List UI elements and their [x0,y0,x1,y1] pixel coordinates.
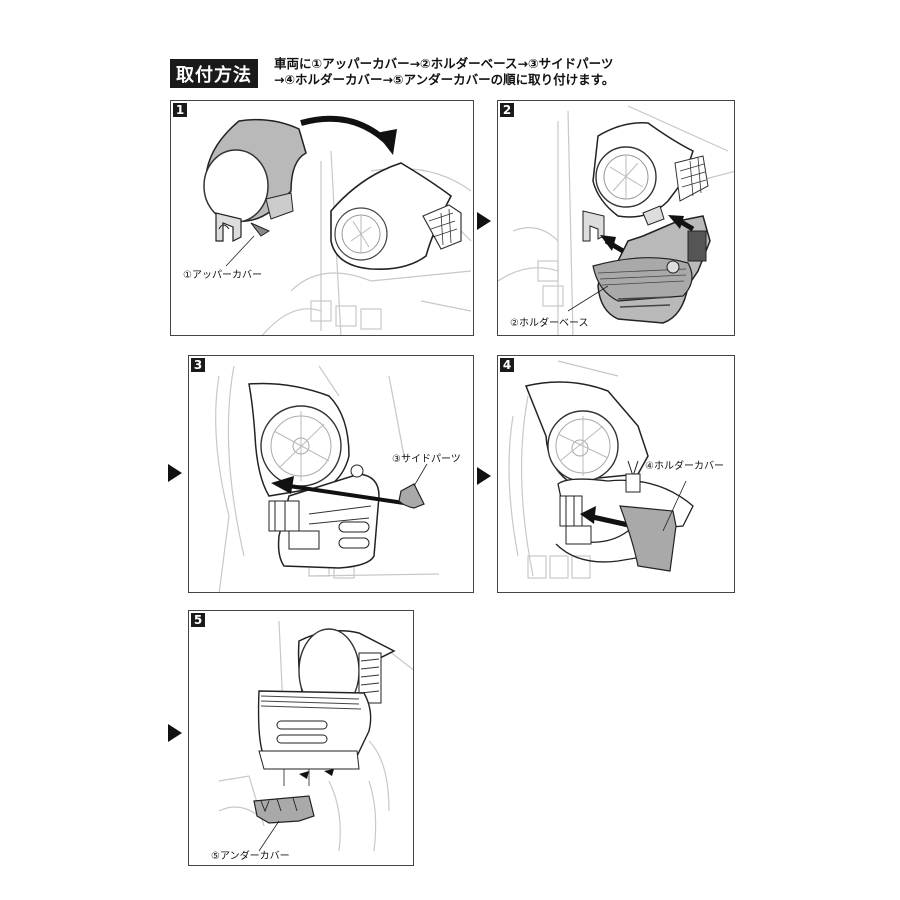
step-panel-3: 3 ③サイドパーツ [188,355,474,593]
part-label-upper-cover: ①アッパーカバー [183,270,262,281]
step-1-illustration [203,115,472,335]
next-step-arrow-icon [477,467,491,485]
instruction-line-2: →④ホルダーカバー→⑤アンダーカバーの順に取り付けます。 [274,72,615,87]
step-4-illustration [508,360,694,579]
part-label-holder-base: ②ホルダーベース [510,318,589,329]
instruction-line-1: 車両に①アッパーカバー→②ホルダーベース→③サイドパーツ [274,56,614,71]
instructions: 車両に①アッパーカバー→②ホルダーベース→③サイドパーツ →④ホルダーカバー→⑤… [274,56,614,88]
part-label-holder-cover: ④ホルダーカバー [645,461,724,472]
step-panel-5: 5 ⑤アンダーカバー [188,610,414,866]
step-number-badge: 4 [500,358,514,372]
step-panel-4: 4 ④ホルダーカバー [497,355,735,593]
step-number-badge: 3 [191,358,205,372]
next-step-arrow-icon [168,724,182,742]
step-number-badge: 5 [191,613,205,627]
step-number-badge: 1 [173,103,187,117]
part-label-under-cover: ⑤アンダーカバー [211,851,290,862]
step-3-illustration [215,365,440,592]
step-number-badge: 2 [500,103,514,117]
step-panel-1: 1 ①アッパーカバー [170,100,474,336]
next-step-arrow-icon [477,212,491,230]
step-5-illustration [218,620,413,852]
next-step-arrow-icon [168,464,182,482]
part-label-side-parts: ③サイドパーツ [392,454,461,465]
section-title-badge: 取付方法 [170,59,258,88]
step-2-illustration [498,105,734,335]
step-panel-2: 2 ②ホルダーベース [497,100,735,336]
